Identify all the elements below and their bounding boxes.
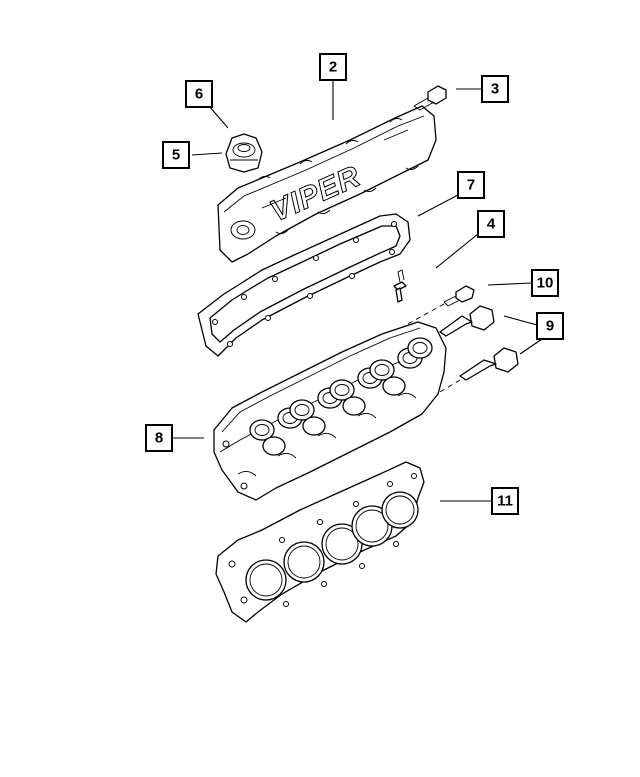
callout-4: 4 <box>477 210 505 238</box>
callout-8-label: 8 <box>155 430 163 447</box>
callout-6-label: 6 <box>195 86 203 103</box>
cover-stud <box>393 269 407 303</box>
callout-3: 3 <box>481 75 509 103</box>
callout-6: 6 <box>185 80 213 108</box>
small-head-bolt <box>403 285 475 327</box>
callout-4-label: 4 <box>487 216 496 233</box>
callout-5: 5 <box>162 141 190 169</box>
callout-8: 8 <box>145 424 173 452</box>
valve-cover: VIPER <box>217 105 437 263</box>
callout-10-label: 10 <box>537 275 554 292</box>
cover-bolt <box>413 85 447 111</box>
callout-2: 2 <box>319 53 347 81</box>
callout-2-label: 2 <box>329 59 337 76</box>
cylinder-head-gasket <box>215 461 425 623</box>
callout-10: 10 <box>531 269 559 297</box>
callout-11: 11 <box>491 487 519 515</box>
callout-3-label: 3 <box>491 81 499 98</box>
oil-filler-cap <box>225 133 263 173</box>
callout-5-label: 5 <box>172 147 180 164</box>
callout-9-label: 9 <box>546 318 554 335</box>
valve-cover-gasket <box>197 213 411 357</box>
leader-lines <box>172 78 546 502</box>
callout-9: 9 <box>536 312 564 340</box>
cylinder-head <box>213 321 447 501</box>
valve-springs <box>249 337 433 456</box>
callout-11-label: 11 <box>497 493 513 510</box>
callout-7: 7 <box>457 171 485 199</box>
callout-7-label: 7 <box>467 177 475 194</box>
